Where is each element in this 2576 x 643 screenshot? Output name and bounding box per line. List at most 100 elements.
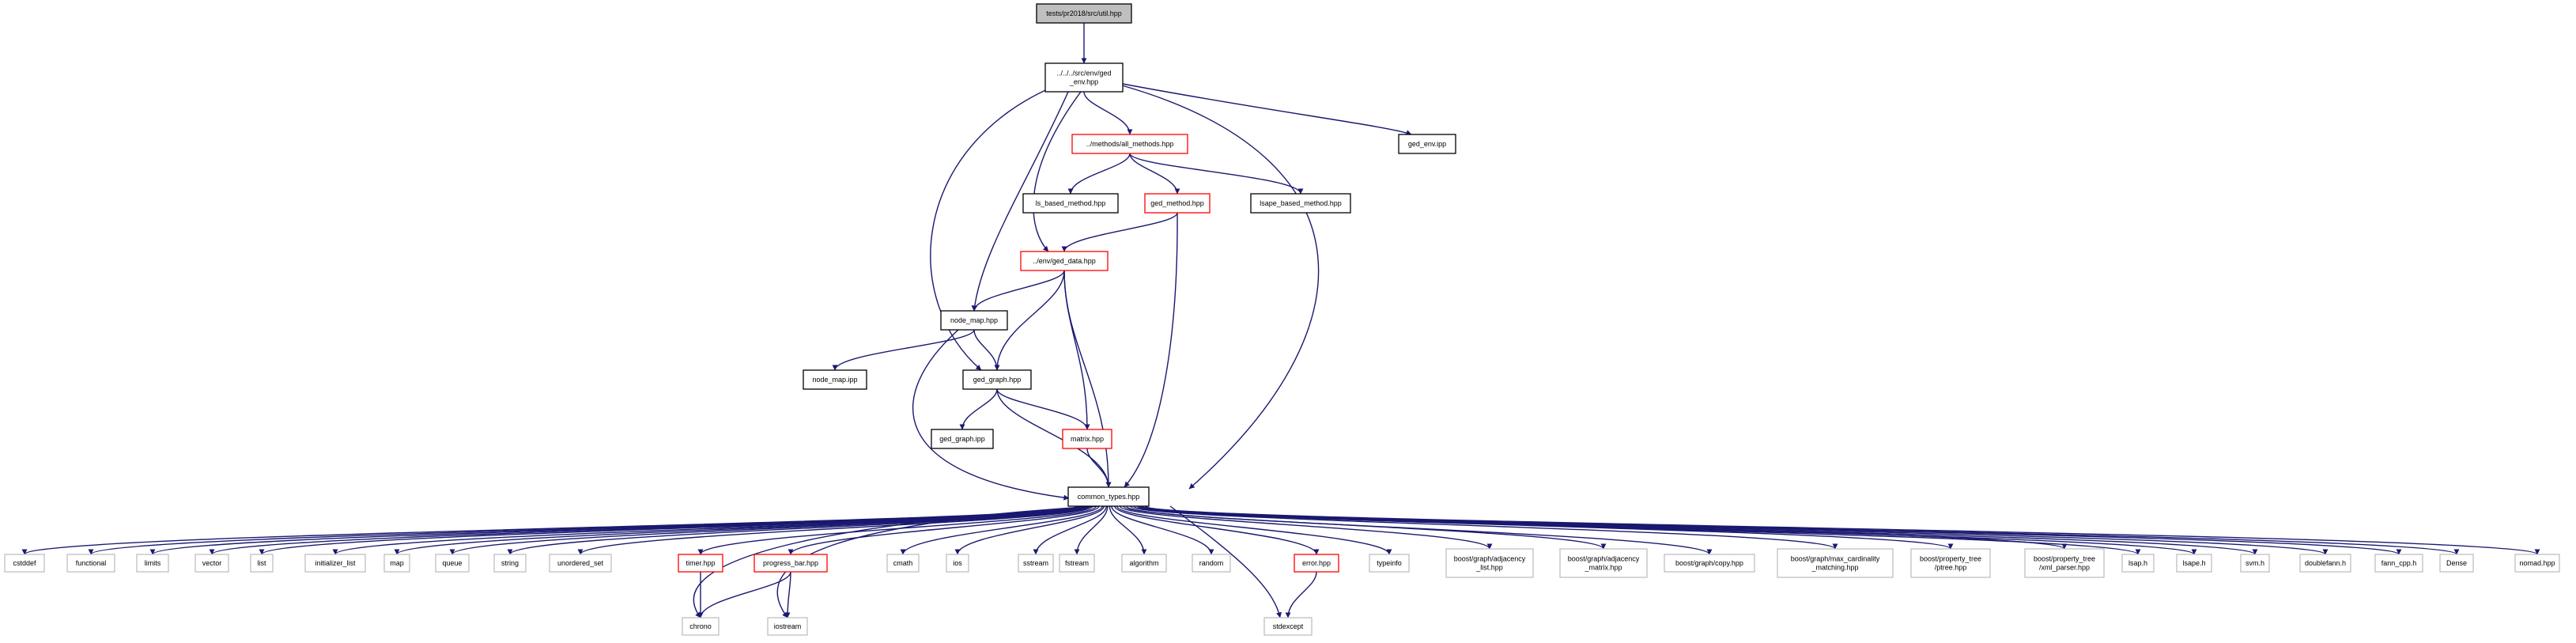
node-label: functional bbox=[76, 559, 107, 567]
node-all-methods[interactable]: ../methods/all_methods.hpp bbox=[1071, 134, 1188, 154]
edge-common-to-iostream bbox=[776, 505, 1099, 618]
node-lsap-h: lsap.h bbox=[2121, 554, 2155, 573]
edge-all-methods-to-ged-method bbox=[1129, 153, 1180, 195]
node-label: doublefann.h bbox=[2305, 559, 2346, 567]
node-label: chrono bbox=[689, 622, 712, 630]
node-timer[interactable]: timer.hpp bbox=[678, 554, 723, 573]
edge-ged-method-to-ged-data bbox=[1061, 212, 1178, 252]
node-box bbox=[1059, 554, 1095, 573]
node-label: /xml_parser.hpp bbox=[2039, 564, 2090, 572]
node-algorithm: algorithm bbox=[1121, 554, 1167, 573]
edge-common-to-error bbox=[1114, 505, 1320, 555]
node-ls-based[interactable]: ls_based_method.hpp bbox=[1022, 193, 1119, 214]
node-label: svm.h bbox=[2246, 559, 2264, 567]
node-random: random bbox=[1192, 554, 1231, 573]
node-iostream: iostream bbox=[767, 617, 808, 636]
node-ged-method[interactable]: ged_method.hpp bbox=[1144, 193, 1211, 214]
node-box bbox=[2240, 554, 2270, 573]
edge-common-to-ios bbox=[954, 505, 1105, 555]
edge-ged-data-to-common bbox=[1063, 270, 1112, 488]
node-ged-graph-ipp[interactable]: ged_graph.ipp bbox=[931, 429, 994, 449]
node-error[interactable]: error.hpp bbox=[1294, 554, 1339, 573]
node-box bbox=[136, 554, 169, 573]
edge-common-to-ptree bbox=[1133, 505, 1954, 550]
edge-ged-env-hpp-to-common bbox=[1121, 85, 1320, 490]
node-cmath: cmath bbox=[886, 554, 920, 573]
node-box bbox=[1121, 554, 1167, 573]
node-box bbox=[2121, 554, 2155, 573]
edge-common-to-string bbox=[507, 505, 1091, 555]
edge-common-to-lsap-h bbox=[1139, 505, 2141, 555]
edge-node-map-hpp-to-common bbox=[912, 329, 1070, 501]
node-box bbox=[946, 554, 969, 573]
node-box bbox=[1664, 554, 1755, 573]
edge-all-methods-to-ls-based bbox=[1067, 153, 1131, 195]
node-box bbox=[678, 554, 723, 573]
node-box bbox=[66, 554, 115, 573]
node-ged-graph-hpp[interactable]: ged_graph.hpp bbox=[962, 369, 1032, 390]
node-stdexcept: stdexcept bbox=[1263, 617, 1313, 636]
node-root[interactable]: tests/pr2018/src/util.hpp bbox=[1036, 3, 1132, 24]
edge-common-to-nomad bbox=[1145, 505, 2540, 555]
node-label: _list.hpp bbox=[1475, 564, 1503, 572]
node-ged-env-ipp[interactable]: ged_env.ipp bbox=[1398, 134, 1456, 154]
node-label: nomad.hpp bbox=[2519, 559, 2555, 567]
node-label: node_map.hpp bbox=[950, 316, 998, 324]
node-label: queue bbox=[442, 559, 462, 567]
node-unordered-set: unordered_set bbox=[549, 554, 612, 573]
edge-common-to-progress-bar bbox=[788, 505, 1100, 555]
node-label: map bbox=[390, 559, 404, 567]
nodes-layer: tests/pr2018/src/util.hpp ../../../src/en… bbox=[4, 3, 2560, 636]
node-common[interactable]: common_types.hpp bbox=[1067, 486, 1150, 507]
node-box bbox=[493, 554, 527, 573]
node-box bbox=[4, 554, 45, 573]
node-node-map-ipp[interactable]: node_map.ipp bbox=[803, 369, 867, 390]
node-box bbox=[754, 554, 828, 573]
node-box bbox=[2439, 554, 2474, 573]
edge-common-to-max-card bbox=[1129, 505, 1838, 550]
node-box bbox=[962, 369, 1032, 390]
node-fann-cpp: fann_cpp.h bbox=[2374, 554, 2423, 573]
node-node-map-hpp[interactable]: node_map.hpp bbox=[940, 310, 1008, 331]
node-vector: vector bbox=[195, 554, 229, 573]
node-box bbox=[803, 369, 867, 390]
edge-common-to-sstream bbox=[1033, 505, 1107, 555]
node-box bbox=[1263, 617, 1313, 636]
node-label: ged_graph.ipp bbox=[939, 435, 985, 443]
node-matrix[interactable]: matrix.hpp bbox=[1062, 429, 1112, 449]
node-box bbox=[2514, 554, 2560, 573]
edge-common-to-chrono bbox=[693, 505, 1097, 618]
node-queue: queue bbox=[435, 554, 470, 573]
node-label: ios bbox=[953, 559, 962, 567]
node-box bbox=[886, 554, 920, 573]
node-label: stdexcept bbox=[1273, 622, 1304, 630]
node-label: node_map.ipp bbox=[812, 376, 857, 384]
node-label: /ptree.hpp bbox=[1935, 564, 1967, 572]
node-label: limits bbox=[145, 559, 161, 567]
node-sstream: sstream bbox=[1018, 554, 1054, 573]
node-label: _env.hpp bbox=[1069, 78, 1098, 86]
node-box bbox=[1062, 429, 1112, 449]
node-label: random bbox=[1199, 559, 1224, 567]
node-ged-data[interactable]: ../env/ged_data.hpp bbox=[1020, 251, 1109, 271]
node-label: lsape.h bbox=[2182, 559, 2205, 567]
node-box bbox=[1777, 548, 1894, 578]
node-xml-parser: boost/property_tree/xml_parser.hpp bbox=[2024, 548, 2105, 578]
node-label: ../methods/all_methods.hpp bbox=[1086, 140, 1174, 148]
node-progress-bar[interactable]: progress_bar.hpp bbox=[754, 554, 828, 573]
node-ged-env-hpp[interactable]: ../../../src/env/ged_env.hpp bbox=[1044, 62, 1124, 93]
node-label: ls_based_method.hpp bbox=[1036, 199, 1106, 207]
node-label: ged_method.hpp bbox=[1150, 199, 1204, 207]
node-label: matrix.hpp bbox=[1071, 435, 1104, 443]
node-lsape-based[interactable]: lsape_based_method.hpp bbox=[1250, 193, 1351, 214]
node-label: boost/graph/adjacency bbox=[1568, 555, 1640, 563]
node-label: boost/property_tree bbox=[2034, 555, 2095, 563]
node-limits: limits bbox=[136, 554, 169, 573]
node-label: fstream bbox=[1065, 559, 1089, 567]
node-label: string bbox=[501, 559, 519, 567]
node-label: list bbox=[258, 559, 266, 567]
edges-layer bbox=[21, 22, 2540, 618]
node-label: _matrix.hpp bbox=[1584, 564, 1622, 572]
node-boost-copy: boost/graph/copy.hpp bbox=[1664, 554, 1755, 573]
node-label: ged_graph.hpp bbox=[973, 376, 1022, 384]
